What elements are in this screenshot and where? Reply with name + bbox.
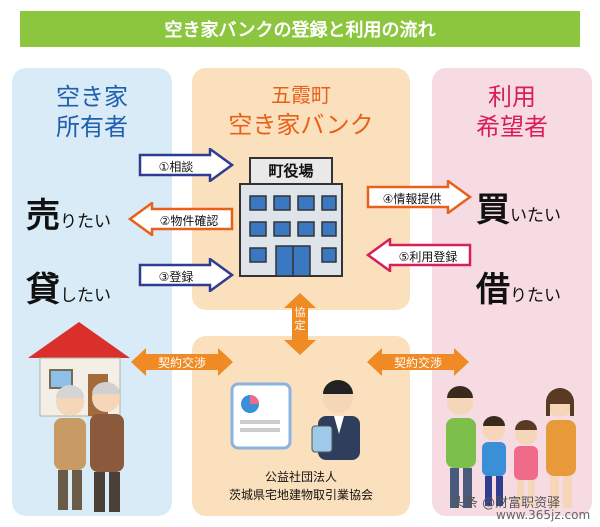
- agreement-label: 協定: [294, 306, 306, 332]
- akiya-bank-title: 五霞町 空き家バンク: [192, 80, 410, 140]
- buy-big-char: 買: [476, 190, 510, 230]
- diagram-title-bar: 空き家バンクの登録と利用の流れ: [20, 11, 580, 47]
- arrow-consult-right: [138, 148, 234, 182]
- watermark-url: www.365jz.com: [496, 508, 591, 522]
- agreement-double-arrow: [284, 293, 316, 355]
- family-users-icon: [446, 386, 576, 508]
- user-title: 利用 希望者: [432, 82, 592, 142]
- arrow-register-label: ③登録: [158, 269, 194, 284]
- arrow-register-right: [138, 258, 234, 292]
- diagram-title: 空き家バンクの登録と利用の流れ: [164, 20, 436, 41]
- arrow-consult-label: ①相談: [158, 159, 194, 174]
- user-title-line2: 希望者: [476, 113, 548, 141]
- rent-out-text: 貸したい: [26, 262, 111, 311]
- sell-small-text: りたい: [60, 212, 111, 232]
- borrow-big-char: 借: [476, 270, 510, 310]
- arrow-info-provide-right: [366, 180, 472, 214]
- watermark-text: 头条 @财富职资驿: [452, 496, 561, 511]
- sell-big-char: 売: [26, 196, 60, 236]
- arrow-property-check-left: [128, 202, 234, 236]
- building-sign: 町役場: [268, 162, 314, 180]
- arrow-user-register-label: ⑤利用登録: [398, 249, 458, 264]
- association-name-line1: 公益社団法人: [264, 470, 337, 484]
- owner-title-line1: 空き家: [56, 83, 128, 111]
- rent-out-small-text: したい: [60, 286, 111, 306]
- bank-title-line2: 空き家バンク: [228, 111, 374, 139]
- elderly-owners-icon: [54, 382, 124, 512]
- arrow-info-provide-label: ④情報提供: [382, 191, 442, 206]
- bank-title-line1: 五霞町: [271, 83, 331, 107]
- association-name-line2: 茨城県宅地建物取引業協会: [228, 488, 373, 502]
- sell-text: 売りたい: [26, 188, 111, 237]
- buy-small-text: いたい: [510, 206, 561, 226]
- rent-out-big-char: 貸: [26, 270, 60, 310]
- real-estate-agent-icon: [311, 380, 360, 460]
- association-name: 公益社団法人 茨城県宅地建物取引業協会: [192, 468, 410, 504]
- borrow-small-text: りたい: [510, 286, 561, 306]
- town-hall-building-icon: [239, 157, 343, 277]
- contract-negotiation-left-label: 契約交渉: [157, 355, 206, 370]
- buy-text: 買いたい: [476, 182, 561, 231]
- contract-negotiation-left-arrow: [131, 348, 233, 376]
- owner-title: 空き家 所有者: [12, 82, 172, 142]
- owner-title-line2: 所有者: [56, 113, 128, 141]
- contract-negotiation-right-arrow: [367, 348, 469, 376]
- contract-negotiation-right-label: 契約交渉: [393, 355, 442, 370]
- borrow-text: 借りたい: [476, 262, 561, 311]
- arrow-user-register-left: [366, 238, 472, 272]
- arrow-property-check-label: ②物件確認: [159, 213, 219, 228]
- user-title-line1: 利用: [488, 83, 536, 111]
- property-document-icon: [230, 382, 292, 450]
